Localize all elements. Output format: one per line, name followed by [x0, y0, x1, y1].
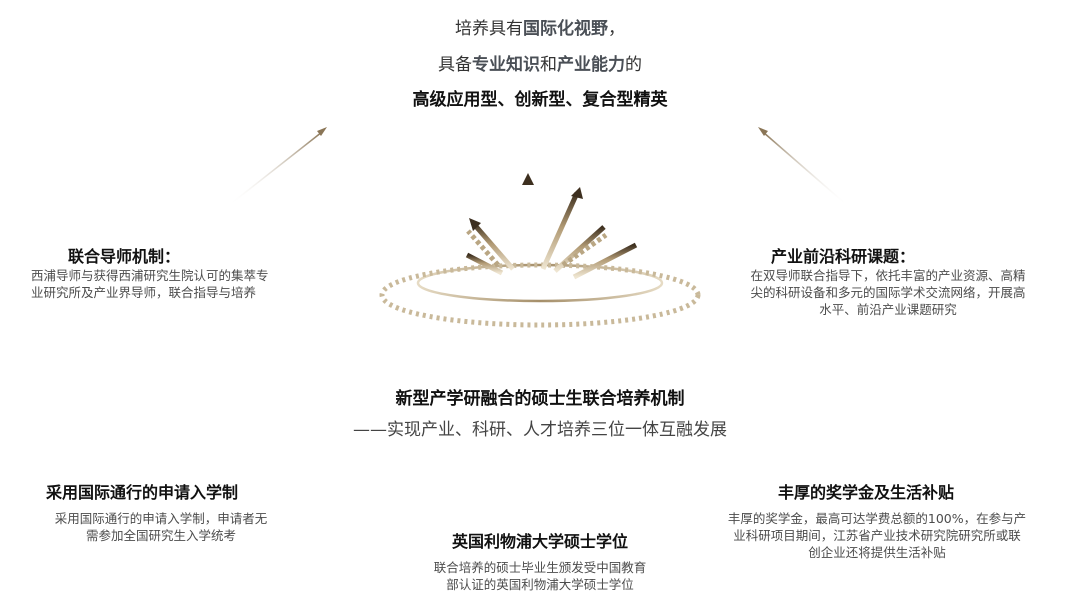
goal-line-3: 高级应用型、创新型、复合型精英 — [412, 90, 668, 110]
goal-line-2-emphasis-1: 专业知识 — [472, 55, 540, 75]
goal-line-2-part-e: 的 — [625, 55, 642, 75]
goal-line-1-emphasis: 国际化视野 — [523, 19, 608, 39]
scholarship-desc-line-2: 业科研项目期间，江苏省产业技术研究院研究所或联 — [733, 528, 1021, 543]
diagonal-arrow-right-icon — [758, 127, 849, 207]
admission-desc-line-1: 采用国际通行的申请入学制，申请者无 — [54, 511, 268, 526]
research-topics-desc-line-2: 尖的科研设备和多元的国际学术交流网络，开展高 — [750, 285, 1026, 300]
mechanism-subtitle: ——实现产业、科研、人才培养三位一体互融发展 — [353, 420, 727, 440]
goal-line-1-part-a: 培养具有 — [455, 19, 523, 39]
goal-line-1-part-c: ， — [608, 19, 625, 39]
degree-desc-line-1: 联合培养的硕士毕业生颁发受中国教育 — [433, 560, 647, 575]
degree-desc-line-2: 部认证的英国利物浦大学硕士学位 — [446, 577, 634, 592]
goal-line-2-part-c: 和 — [540, 55, 557, 75]
degree-title: 英国利物浦大学硕士学位 — [451, 532, 628, 551]
admission-desc: 采用国际通行的申请入学制，申请者无 需参加全国研究生入学统考 — [31, 510, 291, 544]
admission-desc-line-2: 需参加全国研究生入学统考 — [85, 528, 236, 543]
burst-arrows-icon — [379, 173, 701, 328]
goal-line-1: 培养具有国际化视野， — [0, 14, 1080, 39]
scholarship-desc-line-3: 创企业还将提供生活补贴 — [808, 545, 946, 560]
research-topics-desc: 在双导师联合指导下，依托丰富的产业资源、高精 尖的科研设备和多元的国际学术交流网… — [728, 267, 1048, 318]
mentor-mechanism-desc: 西浦导师与获得西浦研究生院认可的集萃专 业研究所及产业界导师，联合指导与培养 — [31, 267, 321, 301]
research-topics-desc-line-1: 在双导师联合指导下，依托丰富的产业资源、高精 — [750, 268, 1026, 283]
diagonal-arrow-left-icon — [227, 127, 327, 207]
mentor-mechanism-desc-line-2: 业研究所及产业界导师，联合指导与培养 — [31, 285, 257, 300]
mentor-mechanism-desc-line-1: 西浦导师与获得西浦研究生院认可的集萃专 — [31, 268, 269, 283]
scholarship-title: 丰厚的奖学金及生活补贴 — [778, 483, 955, 502]
goal-line-2-part-a: 具备 — [438, 55, 472, 75]
goal-line-2-emphasis-2: 产业能力 — [557, 55, 625, 75]
degree-desc: 联合培养的硕士毕业生颁发受中国教育 部认证的英国利物浦大学硕士学位 — [390, 559, 690, 593]
mentor-mechanism-title: 联合导师机制： — [68, 247, 181, 266]
goal-line-2: 具备专业知识和产业能力的 — [0, 50, 1080, 75]
research-topics-desc-line-3: 水平、前沿产业课题研究 — [819, 302, 957, 317]
mechanism-title: 新型产学研融合的硕士生联合培养机制 — [395, 389, 685, 409]
admission-title: 采用国际通行的申请入学制 — [46, 483, 239, 502]
research-topics-title: 产业前沿科研课题： — [771, 247, 916, 266]
scholarship-desc: 丰厚的奖学金，最高可达学费总额的100%，在参与产 业科研项目期间，江苏省产业技… — [712, 510, 1042, 561]
scholarship-desc-line-1: 丰厚的奖学金，最高可达学费总额的100%，在参与产 — [727, 511, 1027, 526]
